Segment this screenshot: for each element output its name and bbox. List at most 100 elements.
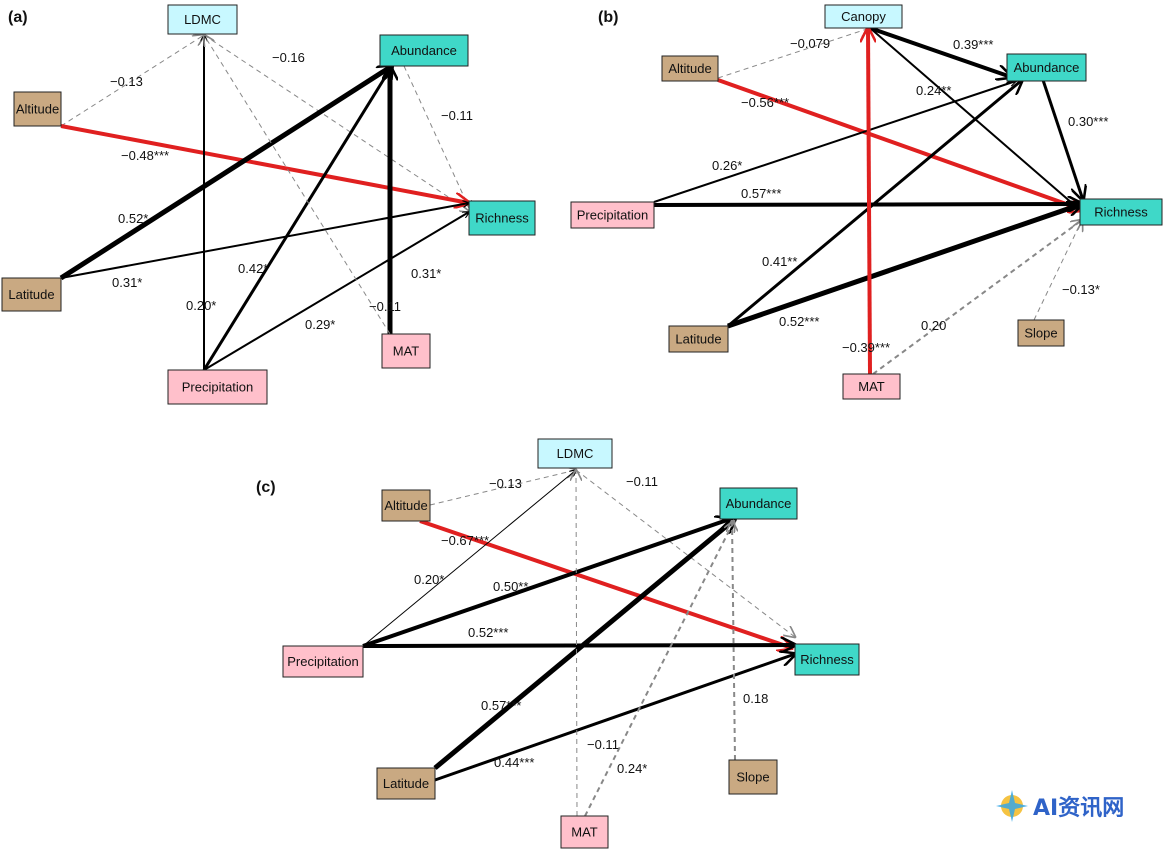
panel-a-node-mat-box: [381, 333, 431, 369]
panel-a-coef-altitude-to-ldmc: −0.13: [110, 74, 143, 89]
watermark-text: AI资讯网: [1033, 796, 1124, 821]
watermark: AI资讯网: [996, 790, 1124, 822]
panel-c-node-richness: Richness: [794, 643, 860, 676]
panel-c-coef-latitude-to-richness: 0.44***: [494, 755, 534, 770]
panel-a-node-ldmc-box: [167, 4, 238, 35]
panel-c-coef-mat-to-abundance: 0.24*: [617, 761, 647, 776]
panel-c-node-latitude: Latitude: [376, 767, 436, 800]
panel-b-node-latitude: Latitude: [668, 325, 729, 353]
panel-b-node-abundance-label: Abundance: [1014, 60, 1080, 75]
panel-a-node-mat-label: MAT: [393, 344, 420, 359]
panel-a-path-altitude-to-ldmc: [60, 35, 204, 127]
panel-b-path-precipitation-to-abundance: [653, 81, 1016, 203]
panel-b-node-slope: Slope: [1017, 319, 1065, 347]
panel-a-path-latitude-to-abundance: [59, 66, 392, 281]
panel-c-coef-precipitation-to-richness: 0.52***: [468, 625, 508, 640]
panel-a-path-precipitation-to-abundance: [202, 66, 392, 371]
panel-c-path-precipitation-to-ldmc: [362, 470, 576, 647]
panel-b-node-latitude-label: Latitude: [675, 332, 721, 347]
panel-c-node-precipitation-label: Precipitation: [287, 654, 359, 669]
panel-b-node-abundance: Abundance: [1006, 53, 1087, 82]
panel-a-coef-latitude-to-richness: 0.31*: [112, 275, 142, 290]
edges-layer: [59, 28, 1083, 817]
panel-a-node-latitude-box: [1, 277, 62, 312]
panel-c-coef-slope-to-abundance: 0.18: [743, 691, 768, 706]
panel-c-path-slope-to-abundance: [732, 521, 735, 761]
panel-b-node-mat-box: [842, 373, 901, 400]
panel-b-coef-altitude-to-canopy: −0.079: [790, 36, 830, 51]
panel-c-node-richness-label: Richness: [800, 652, 854, 667]
panel-c-coef-mat-to-ldmc: −0.11: [587, 737, 619, 752]
panel-b-path-latitude-to-richness: [727, 204, 1082, 329]
panel-c-node-altitude-label: Altitude: [384, 498, 427, 513]
panel-label-c: (c): [256, 479, 276, 496]
panel-a-node-precipitation-box: [167, 369, 268, 405]
panel-c-coef-latitude-to-abundance: 0.57***: [481, 698, 521, 713]
panel-label-b: (b): [598, 9, 618, 26]
panel-a-coef-precipitation-to-ldmc: 0.20*: [186, 298, 216, 313]
panel-a-coef-mat-to-abundance: 0.31*: [411, 266, 441, 281]
panel-b-path-abundance-to-richness: [1041, 79, 1083, 200]
panel-b-coef-precipitation-to-richness: 0.57***: [741, 186, 781, 201]
panel-c-node-slope: Slope: [728, 759, 778, 795]
panel-b-node-canopy-box: [824, 4, 903, 29]
panel-a-node-richness: Richness: [468, 200, 536, 236]
panel-c-path-altitude-to-ldmc: [429, 470, 576, 506]
panel-a-path-precipitation-to-richness: [203, 212, 469, 371]
panel-c-node-abundance-label: Abundance: [726, 496, 792, 511]
labels-layer: −0.13 −0.16 −0.11 −0.48*** 0.52* 0.31* 0.20* 0.…: [110, 36, 1108, 776]
panel-a-coef-precipitation-to-abundance: 0.42*: [238, 261, 268, 276]
panel-b-node-canopy: Canopy: [824, 4, 903, 29]
panel-a-node-ldmc-label: LDMC: [184, 12, 221, 27]
panel-b-node-altitude: Altitude: [661, 55, 719, 82]
sparkle-logo-icon: [996, 790, 1028, 822]
panel-c-node-ldmc-box: [537, 438, 613, 469]
panel-c-node-precipitation-box: [282, 645, 364, 678]
panel-c-path-ldmc-to-richness: [575, 469, 795, 637]
panel-b-coef-canopy-to-richness: 0.24**: [916, 83, 951, 98]
panel-a-node-ldmc: LDMC: [167, 4, 238, 35]
panel-a-coef-ldmc-to-richness: −0.16: [272, 50, 305, 65]
panel-b-node-mat: MAT: [842, 373, 901, 400]
panel-b-path-altitude-to-richness: [717, 78, 1083, 210]
panel-c-node-mat: MAT: [560, 815, 609, 849]
panel-b-coef-mat-to-canopy: −0.39***: [842, 340, 890, 355]
panel-c-path-latitude-to-abundance: [433, 519, 735, 770]
panel-a-node-altitude: Altitude: [13, 91, 62, 127]
panel-a-coef-latitude-to-abundance: 0.52*: [118, 211, 148, 226]
panel-c-coef-precipitation-to-abundance: 0.50**: [493, 579, 528, 594]
panel-b-path-mat-to-canopy: [868, 28, 870, 375]
panel-b-path-latitude-to-abundance: [727, 80, 1022, 328]
panel-a-node-abundance-box: [379, 34, 469, 67]
nodes-layer: LDMCAbundanceAltitudeRichnessLatitudeMAT…: [1, 4, 1163, 849]
panel-b-node-latitude-box: [668, 325, 729, 353]
panel-a-node-richness-box: [468, 200, 536, 236]
panel-b-node-richness-box: [1079, 198, 1163, 226]
panel-a-coef-mat-to-ldmc: −0.11: [369, 299, 401, 314]
panel-c-path-precipitation-to-abundance: [362, 519, 730, 648]
panel-a-path-altitude-to-richness: [60, 124, 469, 203]
panel-b-node-slope-box: [1017, 319, 1065, 347]
panel-c-node-slope-box: [728, 759, 778, 795]
panel-b-coef-precipitation-to-abundance: 0.26*: [712, 158, 742, 173]
panel-a-coef-altitude-to-richness: −0.48***: [121, 148, 169, 163]
panel-b-node-abundance-box: [1006, 53, 1087, 82]
panel-c-node-altitude: Altitude: [381, 489, 431, 522]
panel-b-path-slope-to-richness: [1033, 220, 1082, 321]
panel-c-node-mat-box: [560, 815, 609, 849]
panel-a-node-precipitation-label: Precipitation: [182, 380, 254, 395]
panel-b-coef-abundance-to-richness: 0.30***: [1068, 114, 1108, 129]
panel-b-node-canopy-label: Canopy: [841, 9, 886, 24]
panel-a-node-abundance-label: Abundance: [391, 43, 457, 58]
panel-c-node-mat-label: MAT: [571, 825, 598, 840]
panel-b-coef-canopy-to-abundance: 0.39***: [953, 37, 993, 52]
panel-c-node-ldmc-label: LDMC: [557, 446, 594, 461]
panel-a-node-precipitation: Precipitation: [167, 369, 268, 405]
panel-a-path-mat-to-ldmc: [204, 35, 391, 335]
panel-a-node-abundance: Abundance: [379, 34, 469, 67]
panel-c-node-precipitation: Precipitation: [282, 645, 364, 678]
panel-a-node-mat: MAT: [381, 333, 431, 369]
panel-b-node-precipitation-label: Precipitation: [577, 208, 649, 223]
panel-b-path-mat-to-richness: [872, 220, 1082, 375]
panel-label-a: (a): [8, 9, 28, 26]
